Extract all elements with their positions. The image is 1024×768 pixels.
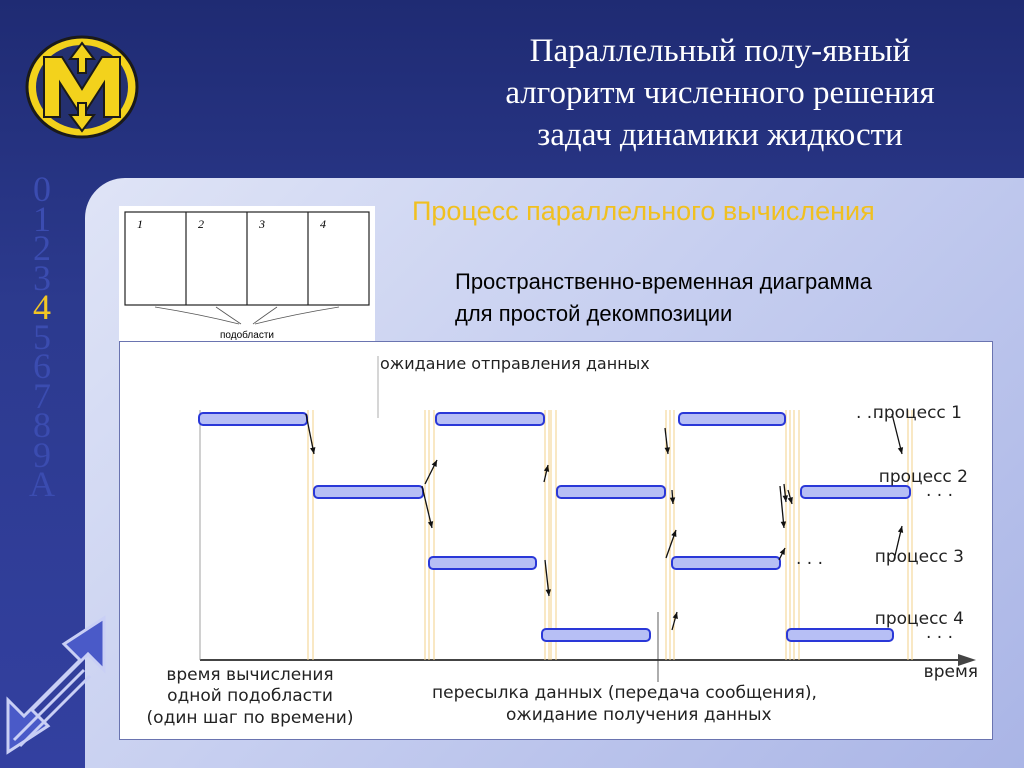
compute-time-label-line: одной подобласти <box>167 686 333 706</box>
slide-title-line: Параллельный полу-явный <box>529 33 911 69</box>
message-arrowhead-icon <box>431 460 437 467</box>
process-bars-group <box>198 412 911 642</box>
decomposition-figure: 1 2 3 4 подобласти <box>119 206 375 342</box>
process-3-compute-bar <box>671 556 781 570</box>
message-arrow <box>891 413 903 455</box>
space-time-diagram: ожидание отправления данных процесс 1 . … <box>119 341 993 740</box>
section-digit: 0 <box>33 169 51 209</box>
subdomain-number: 3 <box>258 217 265 231</box>
section-digit: 3 <box>33 257 51 298</box>
message-arrowhead-icon <box>545 589 551 596</box>
process-2-compute-bar <box>800 485 911 499</box>
compute-time-label-line: время вычисления <box>166 665 333 685</box>
time-axis-arrowhead-icon <box>958 654 976 666</box>
wait-lines-group <box>307 410 913 660</box>
process-1-compute-bar <box>435 412 545 426</box>
message-arrowhead-icon <box>664 447 670 454</box>
process-ellipsis: . . . <box>796 549 823 569</box>
process-ellipsis: . . . <box>926 481 953 501</box>
message-arrows-group <box>305 413 904 631</box>
message-arrow <box>305 413 315 455</box>
message-arrowhead-icon <box>787 497 793 504</box>
section-digit: 7 <box>33 375 51 416</box>
message-arrowhead-icon <box>543 465 550 472</box>
process-2-compute-bar <box>556 485 666 499</box>
process-label-1: процесс 1 <box>873 403 962 423</box>
subdomain-number: 2 <box>198 217 204 231</box>
section-digit: A <box>29 464 55 504</box>
subdomain-number: 1 <box>137 217 143 231</box>
transfer-label-line: пересылка данных (передача сообщения), <box>432 683 817 703</box>
process-3-compute-bar <box>428 556 537 570</box>
message-arrowhead-icon <box>779 548 785 555</box>
compute-time-label-line: (один шаг по времени) <box>147 708 354 728</box>
process-label-4: процесс 4 <box>875 609 964 629</box>
decorative-arrow-icon <box>6 615 106 755</box>
section-digit: 1 <box>33 198 51 239</box>
section-digit: 6 <box>33 346 51 386</box>
section-digit-active: 4 <box>33 287 51 327</box>
subdomain-number: 4 <box>320 217 326 231</box>
section-digit: 2 <box>33 228 51 268</box>
subdomain-pointer-lines <box>154 306 340 325</box>
message-arrowhead-icon <box>671 530 677 537</box>
slide-title-line: алгоритм численного решения <box>505 75 935 111</box>
wait-send-label: ожидание отправления данных <box>380 354 650 373</box>
slide-subtitle: Процесс параллельного вычисления <box>412 196 875 226</box>
process-ellipsis: . . . <box>856 403 883 423</box>
message-arrowhead-icon <box>672 612 678 619</box>
message-arrowhead-icon <box>782 495 788 502</box>
transfer-label-line: ожидание получения данных <box>506 705 772 725</box>
process-1-compute-bar <box>678 412 786 426</box>
time-axis-label: время <box>924 662 978 682</box>
process-label-2: процесс 2 <box>879 467 968 487</box>
process-label-3: процесс 3 <box>875 547 964 567</box>
process-4-compute-bar <box>541 628 651 642</box>
institute-logo <box>25 35 139 139</box>
message-arrowhead-icon <box>897 526 904 533</box>
slide-title: Параллельный полу-явный алгоритм численн… <box>440 30 1000 156</box>
message-arrowhead-icon <box>669 497 676 504</box>
message-arrowhead-icon <box>427 521 434 528</box>
process-4-compute-bar <box>786 628 894 642</box>
process-ellipsis: . . . <box>926 623 953 643</box>
subdomains-label: подобласти <box>220 329 274 341</box>
message-arrow <box>421 485 433 529</box>
process-2-compute-bar <box>313 485 424 499</box>
process-1-compute-bar <box>198 412 308 426</box>
diagram-caption-line: для простой декомпозиции <box>455 301 733 326</box>
section-digit: 5 <box>33 316 51 357</box>
message-arrowhead-icon <box>310 447 316 454</box>
diagram-caption: Пространственно-временная диаграмма для … <box>455 266 872 330</box>
message-arrowhead-icon <box>780 521 787 528</box>
section-digit: 8 <box>33 405 51 445</box>
message-arrowhead-icon <box>897 447 904 454</box>
section-digit: 9 <box>33 434 51 475</box>
section-digits: 0 1 2 3 4 5 6 7 8 9 A <box>22 169 62 504</box>
diagram-caption-line: Пространственно-временная диаграмма <box>455 269 873 294</box>
slide-title-line: задач динамики жидкости <box>537 117 903 153</box>
message-arrow <box>779 485 785 529</box>
